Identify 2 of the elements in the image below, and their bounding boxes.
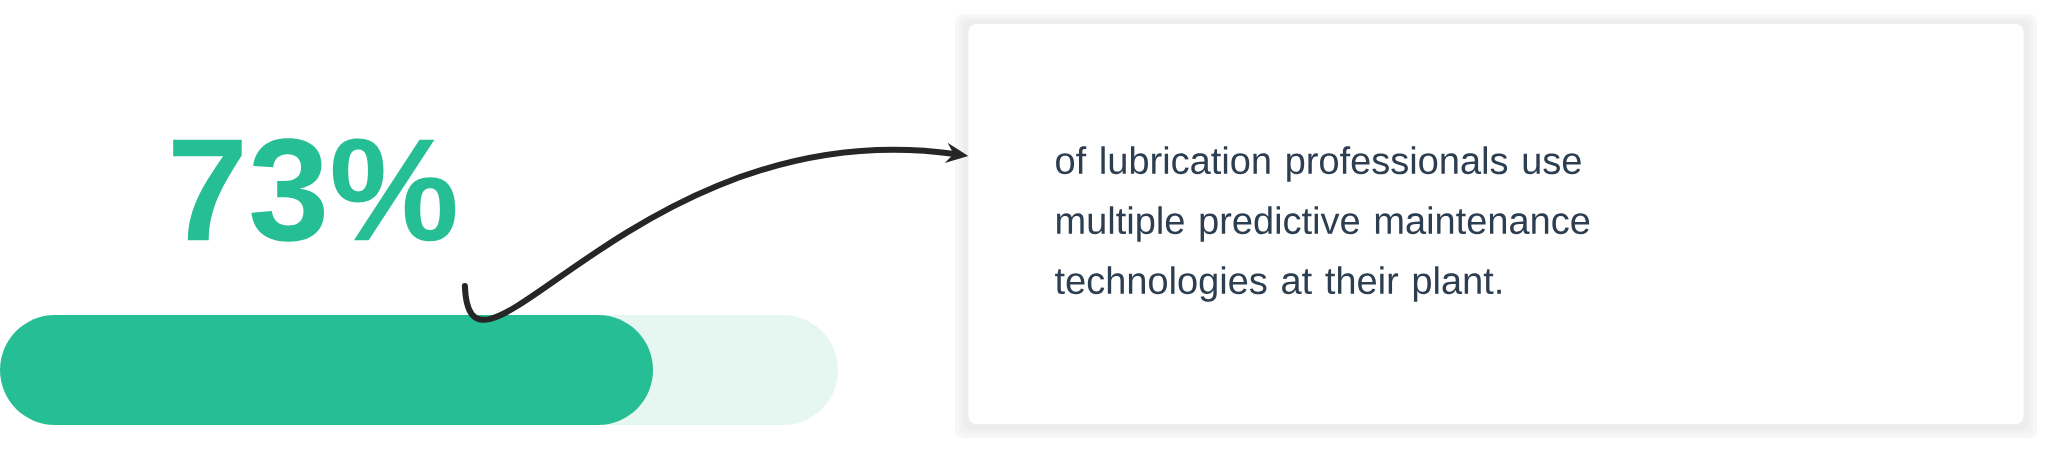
text-card: of lubrication professionals use multiple predictive maintenance technologies at their plant. [955, 14, 2037, 438]
percentage-text: 73% [173, 138, 456, 242]
